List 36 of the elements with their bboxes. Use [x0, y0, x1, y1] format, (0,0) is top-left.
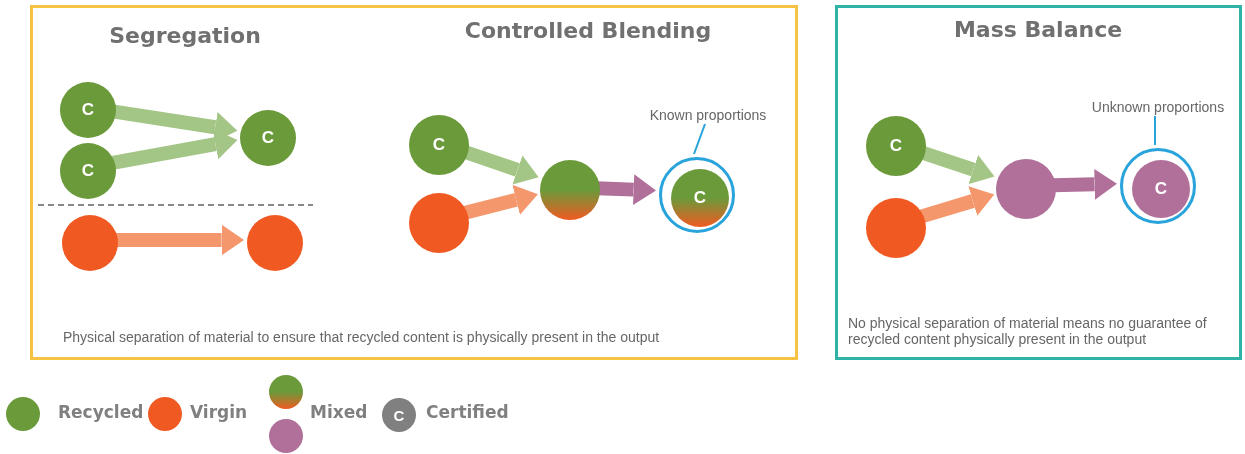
material-circle: [996, 159, 1056, 219]
block-arrow: [111, 128, 238, 170]
section-heading: Segregation: [108, 23, 262, 48]
section-heading: Mass Balance: [952, 17, 1124, 42]
certified-material-circle: C: [866, 116, 926, 176]
leader-line: [693, 123, 706, 155]
certified-material-circle: C: [60, 143, 116, 199]
block-arrow: [1052, 169, 1117, 200]
certified-material-circle: C: [60, 82, 116, 138]
section-heading: Controlled Blending: [463, 18, 713, 43]
section-caption: Physical separation of material to ensure that recycled content is physically present in the output: [63, 329, 661, 345]
material-circle: [540, 160, 600, 220]
legend-text: Certified: [426, 402, 509, 422]
material-circle: [62, 215, 118, 271]
certified-material-circle: C: [1132, 160, 1190, 218]
legend-text: Virgin: [190, 402, 248, 422]
section-panel: [835, 5, 1242, 360]
block-arrow: [463, 184, 538, 220]
highlight-ring: [659, 157, 735, 233]
callout-text: Unknown proportions: [1073, 99, 1243, 119]
callout-text: Known proportions: [633, 107, 783, 127]
legend-certified-swatch: C: [382, 398, 416, 432]
section-panel: [30, 5, 798, 360]
block-arrow: [919, 186, 995, 224]
certified-material-circle: C: [409, 115, 469, 175]
certified-material-circle: C: [671, 169, 729, 227]
material-circle: [866, 198, 926, 258]
certified-material-circle: C: [240, 110, 296, 166]
legend-text: Mixed: [310, 402, 368, 422]
highlight-ring: [1120, 148, 1196, 224]
material-circle: [247, 215, 303, 271]
material-circle: [409, 193, 469, 253]
block-arrow: [115, 224, 244, 256]
section-caption: No physical separation of material means no guarantee of recycled content physically present in the output: [848, 315, 1208, 347]
legend-text: Recycled: [58, 402, 144, 422]
leader-line: [1154, 115, 1156, 146]
